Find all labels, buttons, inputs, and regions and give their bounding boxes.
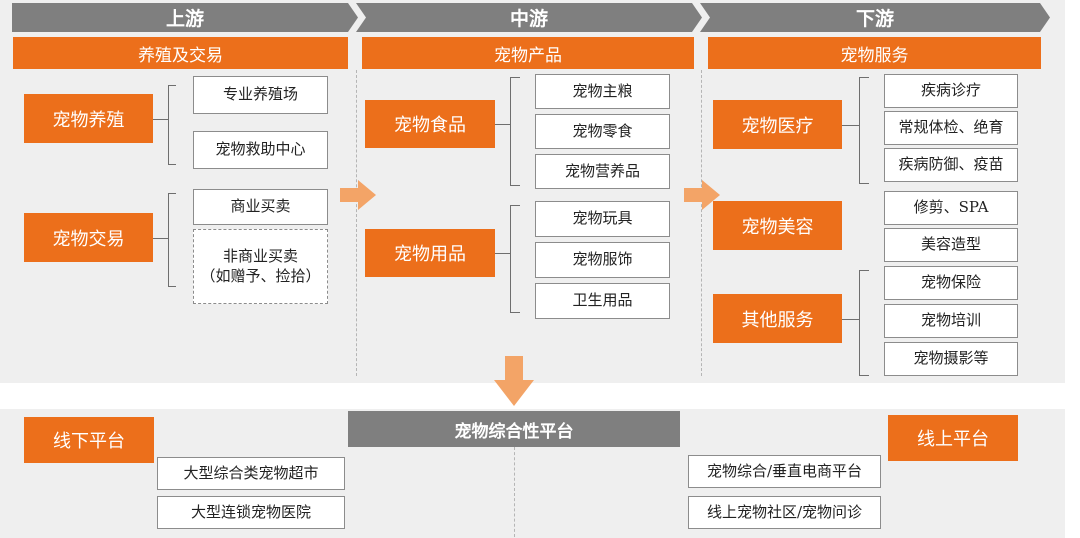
item-diagnosis: 疾病诊疗 bbox=[884, 74, 1018, 108]
category-pet-breeding: 宠物养殖 bbox=[24, 94, 153, 143]
item-snacks: 宠物零食 bbox=[535, 114, 670, 149]
category-pet-supplies: 宠物用品 bbox=[365, 229, 495, 277]
bracket bbox=[510, 77, 520, 186]
chevron-shape bbox=[12, 3, 358, 32]
column-header-downstream: 宠物服务 bbox=[708, 37, 1041, 69]
item-online-community: 线上宠物社区/宠物问诊 bbox=[688, 496, 881, 529]
connector bbox=[842, 125, 860, 126]
column-separator bbox=[356, 70, 357, 376]
item-styling: 美容造型 bbox=[884, 228, 1018, 262]
column-header-upstream: 养殖及交易 bbox=[13, 37, 348, 69]
column-header-midstream: 宠物产品 bbox=[362, 37, 694, 69]
item-rescue-center: 宠物救助中心 bbox=[193, 131, 328, 169]
item-photography: 宠物摄影等 bbox=[884, 342, 1018, 376]
item-training: 宠物培训 bbox=[884, 304, 1018, 338]
bracket bbox=[859, 77, 869, 184]
item-vaccine: 疾病防御、疫苗 bbox=[884, 148, 1018, 182]
arrow-right-icon bbox=[684, 180, 720, 210]
platform-title: 宠物综合性平台 bbox=[454, 421, 574, 442]
item-toys: 宠物玩具 bbox=[535, 201, 670, 237]
connector bbox=[495, 253, 511, 254]
arrow-right-icon bbox=[340, 180, 376, 210]
stage-bar-upstream: 上游 bbox=[12, 3, 358, 32]
connector bbox=[842, 319, 860, 320]
connector bbox=[153, 119, 161, 120]
noncommercial-line-2: （如赠予、捡拾） bbox=[200, 266, 321, 285]
item-insurance: 宠物保险 bbox=[884, 266, 1018, 300]
category-online-platform: 线上平台 bbox=[888, 415, 1018, 461]
arrow-down-icon bbox=[494, 356, 534, 406]
bracket bbox=[168, 85, 176, 165]
stage-label-upstream: 上游 bbox=[165, 8, 204, 30]
category-offline-platform: 线下平台 bbox=[24, 417, 154, 463]
category-pet-food: 宠物食品 bbox=[365, 100, 495, 148]
noncommercial-line-1: 非商业买卖 bbox=[222, 247, 298, 265]
category-other-services: 其他服务 bbox=[713, 294, 842, 343]
center-separator bbox=[514, 447, 515, 537]
category-pet-grooming: 宠物美容 bbox=[713, 201, 842, 250]
item-apparel: 宠物服饰 bbox=[535, 242, 670, 278]
category-pet-trading: 宠物交易 bbox=[24, 213, 153, 262]
chevron-shape bbox=[356, 3, 702, 32]
item-noncommercial-trade: 非商业买卖 （如赠予、捡拾） bbox=[193, 229, 328, 304]
item-supermarket: 大型综合类宠物超市 bbox=[157, 457, 345, 490]
category-pet-medical: 宠物医疗 bbox=[713, 100, 842, 149]
stage-bar-downstream: 下游 bbox=[700, 3, 1050, 32]
item-hospital-chain: 大型连锁宠物医院 bbox=[157, 496, 345, 529]
item-nutrition: 宠物营养品 bbox=[535, 154, 670, 189]
item-ecommerce: 宠物综合/垂直电商平台 bbox=[688, 455, 881, 488]
column-separator bbox=[701, 70, 702, 376]
item-trim-spa: 修剪、SPA bbox=[884, 191, 1018, 225]
stage-label-midstream: 中游 bbox=[509, 8, 548, 30]
bracket bbox=[859, 270, 869, 376]
connector bbox=[161, 119, 169, 120]
bracket bbox=[168, 193, 176, 287]
platform-title-bar: 宠物综合性平台 bbox=[348, 411, 680, 447]
item-hygiene: 卫生用品 bbox=[535, 283, 670, 319]
connector bbox=[495, 124, 511, 125]
bracket bbox=[510, 205, 520, 313]
item-commercial-trade: 商业买卖 bbox=[193, 189, 328, 225]
connector bbox=[153, 238, 169, 239]
item-checkup: 常规体检、绝育 bbox=[884, 111, 1018, 145]
stage-bar-midstream: 中游 bbox=[356, 3, 702, 32]
item-professional-farm: 专业养殖场 bbox=[193, 76, 328, 114]
item-staple-food: 宠物主粮 bbox=[535, 74, 670, 109]
chevron-shape bbox=[700, 3, 1050, 32]
stage-label-downstream: 下游 bbox=[855, 8, 894, 30]
